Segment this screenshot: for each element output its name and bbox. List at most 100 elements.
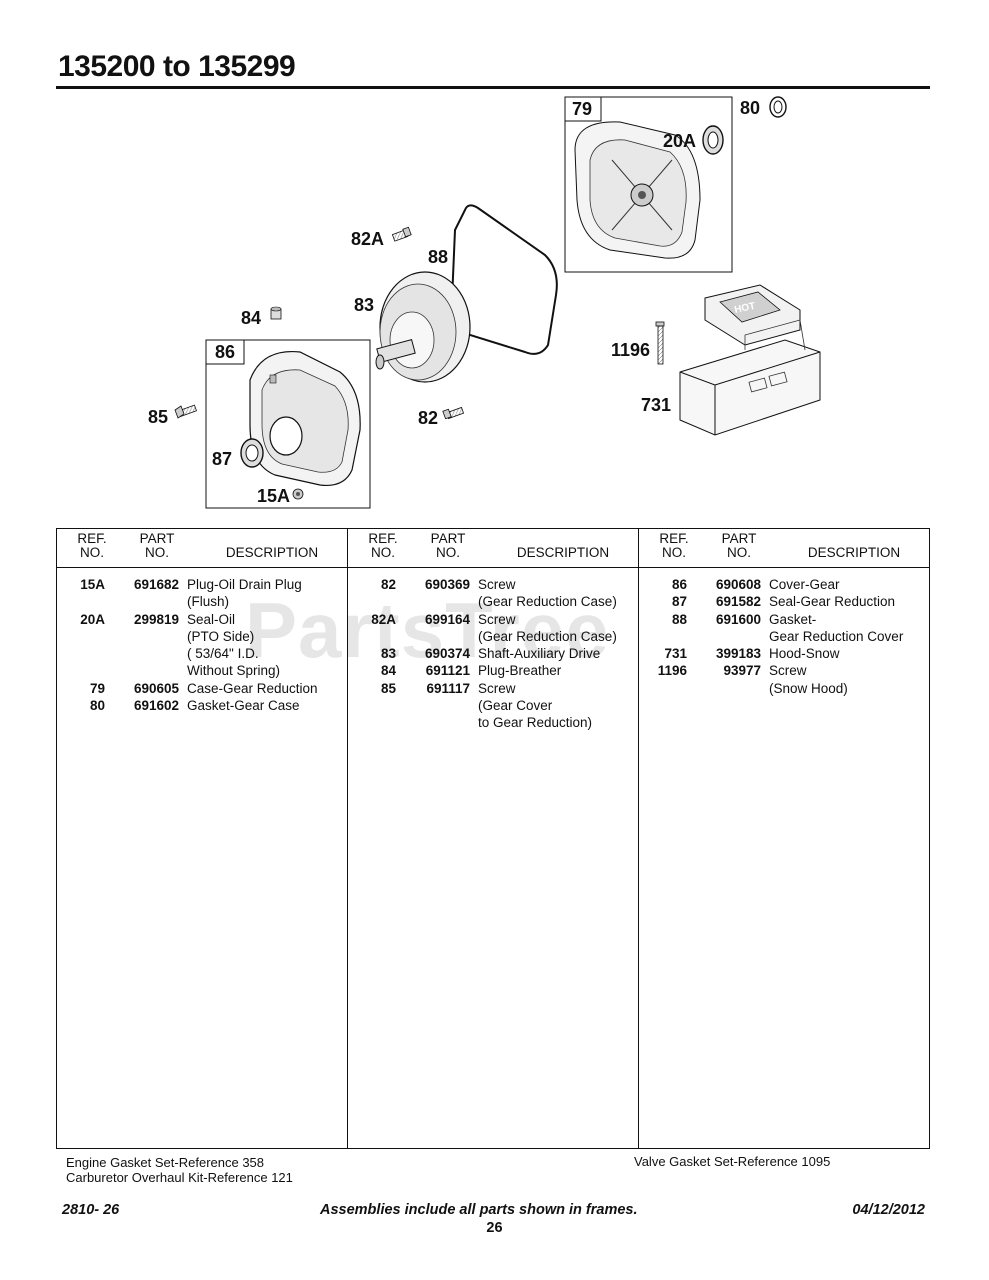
part-number: 691582: [715, 594, 761, 610]
part-number: 299819: [133, 611, 179, 627]
callout-83: 83: [354, 295, 374, 315]
ref-number: 88: [671, 611, 687, 627]
part-number: 691602: [133, 698, 179, 714]
description: (Gear Reduction Case): [478, 628, 617, 644]
description: Gasket-Gear Case: [187, 698, 300, 714]
ref-number: 82: [380, 577, 396, 592]
part-number: 699164: [424, 611, 470, 627]
table-row: Without Spring): [57, 662, 347, 679]
part-number: 690608: [715, 577, 761, 592]
description: Gear Reduction Cover: [769, 628, 904, 644]
part-number: 691121: [425, 663, 470, 679]
table-row: to Gear Reduction): [348, 714, 638, 731]
header-description: DESCRIPTION: [516, 545, 610, 560]
description: Plug-Breather: [478, 663, 562, 679]
callout-20a: 20A: [663, 131, 696, 151]
shaft-83: [375, 271, 471, 383]
part-number: 691600: [715, 611, 761, 627]
description: (Gear Reduction Case): [478, 594, 617, 610]
screw-82a: [391, 226, 412, 242]
table-row: (Gear Cover: [348, 697, 638, 714]
description: Shaft-Auxiliary Drive: [478, 646, 601, 662]
ref-number: 84: [380, 663, 396, 679]
assemblies-note: Assemblies include all parts shown in fr…: [320, 1202, 638, 1218]
snow-hood-731: HOT: [679, 284, 821, 436]
callout-88: 88: [428, 247, 448, 267]
part-number: 399183: [715, 646, 761, 662]
screw-1196: [655, 321, 665, 365]
callout-84: 84: [241, 308, 261, 328]
description: Screw: [769, 663, 807, 679]
description: (PTO Side): [187, 628, 255, 644]
ref-number: 85: [380, 680, 396, 696]
ref-number: 20A: [80, 611, 105, 627]
header-ref: REF.NO.: [368, 531, 398, 560]
description: Without Spring): [187, 663, 281, 679]
table-row: (Flush): [57, 593, 347, 610]
part-number: 93977: [723, 663, 761, 679]
plug-15a: [292, 488, 304, 500]
frame-86-gear-cover: [205, 339, 371, 509]
ref-number: 83: [380, 646, 396, 662]
seal-20a: [702, 125, 724, 155]
seal-87: [240, 438, 264, 468]
table-row: (Gear Reduction Case): [348, 628, 638, 645]
table-row: 83 690374 Shaft-Auxiliary Drive: [348, 645, 638, 662]
description: Hood-Snow: [769, 646, 840, 662]
table-row: ( 53/64" I.D.: [57, 645, 347, 662]
part-number: 690605: [133, 680, 179, 696]
description: to Gear Reduction): [478, 715, 593, 731]
callout-731: 731: [641, 395, 671, 415]
callout-82: 82: [418, 408, 438, 428]
description: Cover-Gear: [769, 577, 840, 592]
description: Seal-Gear Reduction: [769, 594, 896, 610]
table-row: (Snow Hood): [639, 680, 929, 697]
title-rule: [56, 86, 930, 89]
description: (Gear Cover: [478, 698, 553, 714]
ref-number: 15A: [80, 577, 105, 592]
ref-number: 86: [671, 577, 687, 592]
callout-86: 86: [215, 342, 235, 362]
ref-number: 1196: [657, 663, 687, 679]
document-code: 2810- 26: [62, 1202, 120, 1218]
header-ref: REF.NO.: [659, 531, 689, 560]
callout-1196: 1196: [611, 340, 650, 360]
part-number: 691682: [133, 577, 179, 592]
table-row: 86 690608 Cover-Gear: [639, 576, 929, 593]
table-row: 80 691602 Gasket-Gear Case: [57, 697, 347, 714]
header-description: DESCRIPTION: [225, 545, 319, 560]
page-number: 26: [486, 1220, 503, 1236]
table-row: 1196 93977 Screw: [639, 662, 929, 679]
description: Screw: [478, 680, 516, 696]
header-description: DESCRIPTION: [807, 545, 901, 560]
frame-79-gear-case: [564, 96, 733, 273]
ref-number: 79: [89, 680, 105, 696]
description: Screw: [478, 611, 516, 627]
valve-gasket-note: Valve Gasket Set-Reference 1095: [634, 1154, 831, 1169]
callout-79: 79: [572, 99, 592, 119]
ref-number: 80: [89, 698, 105, 714]
seal-80: [769, 96, 787, 118]
callout-85: 85: [148, 407, 168, 427]
description: Seal-Oil: [187, 611, 236, 627]
description: (Flush): [187, 594, 230, 610]
hood-label: HOT: [733, 301, 756, 316]
description: Gasket-: [769, 611, 817, 627]
description: ( 53/64" I.D.: [187, 646, 259, 662]
part-number: 690374: [424, 646, 470, 662]
